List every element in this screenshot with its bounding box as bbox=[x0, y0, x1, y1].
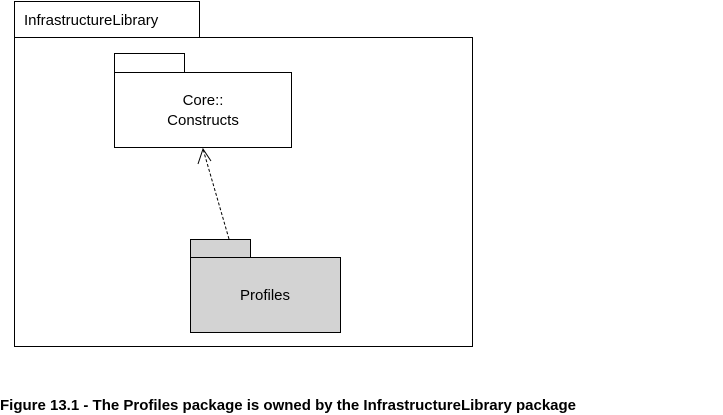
infrastructure-library-tab bbox=[14, 1, 200, 38]
dependency-line bbox=[202, 148, 230, 240]
profiles-package: Profiles bbox=[190, 239, 341, 333]
core-constructs-package: Core:: Constructs bbox=[114, 53, 292, 148]
profiles-tab bbox=[190, 239, 251, 258]
core-constructs-tab bbox=[114, 53, 185, 73]
figure-caption: Figure 13.1 - The Profiles package is ow… bbox=[0, 397, 577, 414]
profiles-body bbox=[190, 257, 341, 333]
core-constructs-label-line1: Core:: bbox=[183, 92, 224, 109]
core-constructs-body bbox=[114, 72, 292, 148]
profiles-label: Profiles bbox=[240, 287, 290, 304]
infrastructure-library-label: InfrastructureLibrary bbox=[24, 12, 159, 29]
dependency-arrow bbox=[197, 147, 230, 240]
core-constructs-label-line2: Constructs bbox=[167, 112, 239, 129]
dependency-arrowhead bbox=[197, 147, 212, 165]
